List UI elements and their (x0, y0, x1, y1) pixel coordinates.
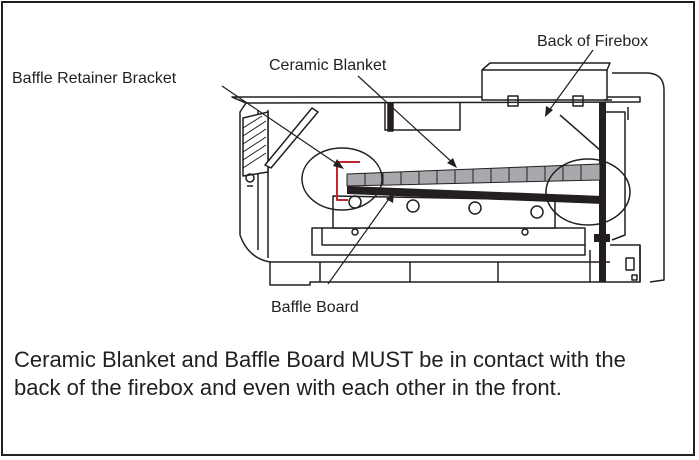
front-brace (264, 107, 319, 169)
back-wall (599, 102, 606, 282)
leader-ceramic-blanket (357, 75, 455, 165)
label-baffle-retainer-bracket: Baffle Retainer Bracket (12, 70, 177, 87)
label-back-of-firebox: Back of Firebox (537, 33, 649, 50)
firebox-shell (239, 102, 641, 286)
leader-retainer-bracket (221, 85, 341, 167)
baffle-retainer-bracket (336, 161, 360, 201)
leader-back-of-firebox (547, 49, 594, 113)
front-highlight-ellipse (301, 147, 383, 211)
leader-baffle-board (327, 195, 392, 285)
back-highlight-ellipse (545, 158, 631, 226)
leader-lines (221, 49, 594, 285)
label-baffle-board: Baffle Board (271, 299, 359, 316)
top-right-cap (612, 72, 665, 283)
firebox-floor (311, 227, 586, 256)
back-wall-bracket (606, 111, 626, 241)
top-box (481, 69, 608, 101)
baffle-board (347, 186, 603, 204)
label-ceramic-blanket: Ceramic Blanket (269, 57, 387, 74)
caption-text: Ceramic Blanket and Baffle Board MUST be… (14, 347, 626, 400)
